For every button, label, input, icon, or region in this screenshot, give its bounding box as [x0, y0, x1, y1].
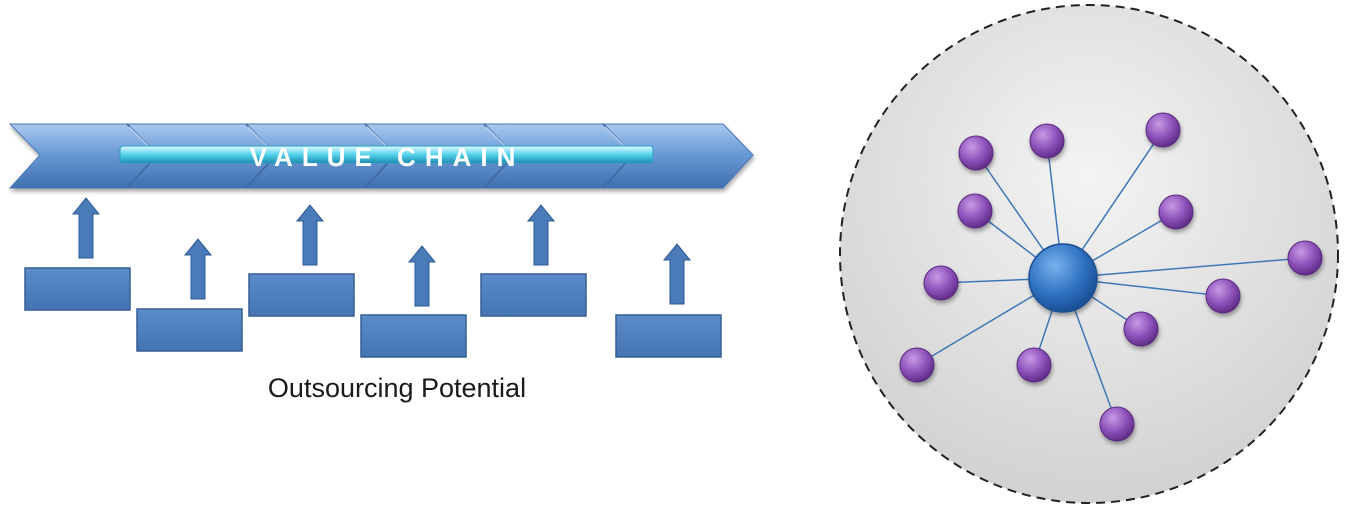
- satellite-node: [1158, 194, 1194, 230]
- satellite-node: [923, 265, 959, 301]
- satellite-node: [899, 347, 935, 383]
- satellite-node: [1287, 240, 1323, 276]
- up-arrow-icon: [183, 238, 213, 300]
- value-chain-group: VALUE CHAIN Outsourcing Potential: [8, 123, 754, 403]
- outsourcing-box: [136, 308, 243, 352]
- satellite-node: [1016, 347, 1052, 383]
- network-hub: [1028, 243, 1098, 313]
- outsourcing-potential-caption: Outsourcing Potential: [268, 373, 526, 403]
- satellite-node: [958, 135, 994, 171]
- up-arrow-icon: [662, 243, 692, 305]
- up-arrow-icon: [295, 204, 325, 266]
- up-arrow-icon: [407, 245, 437, 307]
- outsourcing-box: [24, 267, 131, 311]
- satellite-node: [1029, 123, 1065, 159]
- value-chain-title-bar: [119, 145, 654, 164]
- value-chain-title: VALUE CHAIN: [250, 142, 525, 172]
- satellite-node: [957, 193, 993, 229]
- network-link: [1062, 257, 1306, 279]
- outsourcing-arrows: [71, 197, 692, 307]
- outsourcing-box: [248, 273, 355, 317]
- outsourcing-box: [360, 314, 467, 358]
- outsourcing-box: [615, 314, 722, 358]
- outsourcing-boxes: [24, 267, 722, 358]
- up-arrow-icon: [71, 197, 101, 259]
- network-group: [839, 4, 1339, 504]
- network-satellites: [899, 112, 1323, 442]
- satellite-node: [1205, 278, 1241, 314]
- satellite-node: [1123, 311, 1159, 347]
- up-arrow-icon: [526, 204, 556, 266]
- satellite-node: [1099, 406, 1135, 442]
- outsourcing-box: [480, 273, 587, 317]
- satellite-node: [1145, 112, 1181, 148]
- network-boundary: [839, 4, 1339, 504]
